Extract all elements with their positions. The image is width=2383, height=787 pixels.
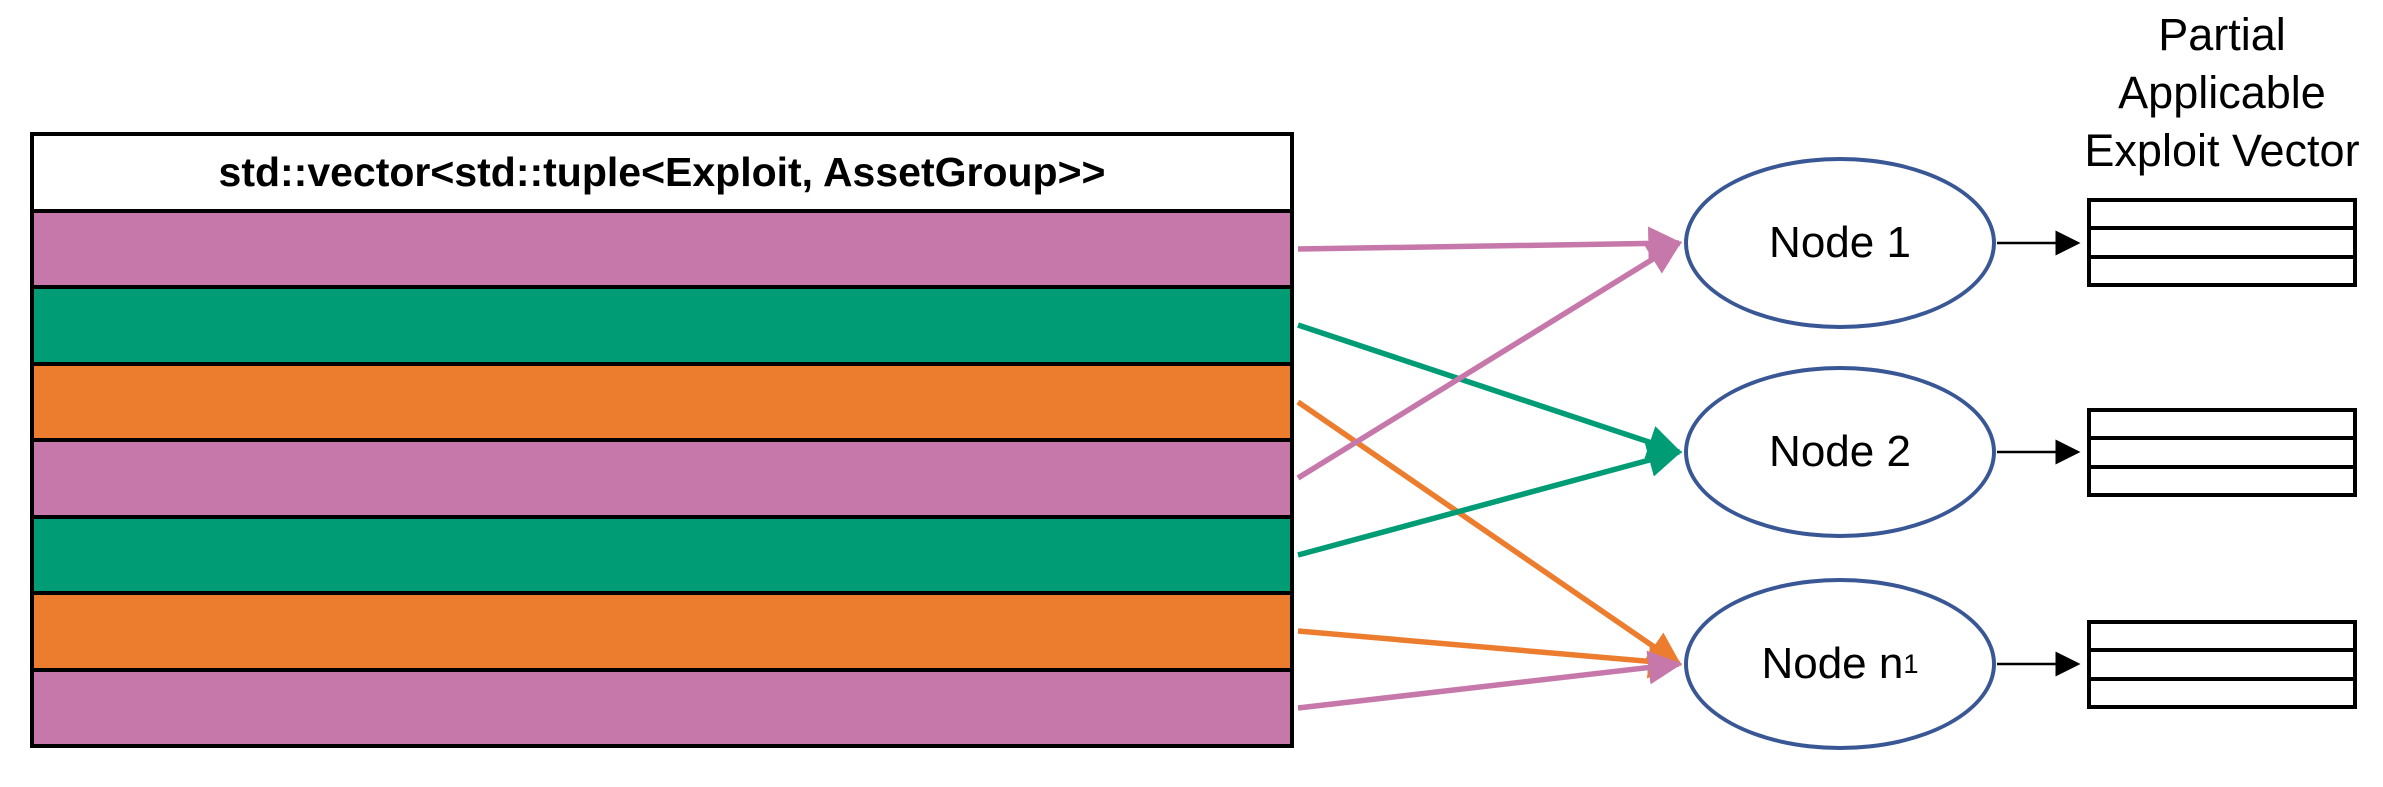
- node-n1-label: Node n: [1761, 639, 1904, 688]
- arrow-row5-to-node2: [1297, 443, 1683, 558]
- vector-row-7-pink: [34, 671, 1290, 744]
- partial-vector-cell: [2091, 230, 2353, 255]
- arrow-row1-to-node1: [1297, 226, 1683, 261]
- vector-row-2-green: [34, 289, 1290, 362]
- node-2-ellipse: Node 2: [1684, 366, 1996, 538]
- partial-vector-cell: [2091, 202, 2353, 227]
- arrow-row2-to-node2: [1297, 322, 1683, 459]
- vector-row-6-orange: [34, 595, 1290, 668]
- partial-vector-cell: [2091, 624, 2353, 649]
- vector-row-1-pink: [34, 212, 1290, 285]
- label-line-1: Partial: [2158, 9, 2286, 60]
- partial-vector-cell: [2091, 652, 2353, 677]
- node-2-label: Node 2: [1769, 427, 1911, 476]
- partial-exploit-vector-table-1: [2087, 198, 2357, 287]
- partial-vector-cell: [2091, 468, 2353, 493]
- partial-vector-cell: [2091, 258, 2353, 283]
- node-1-label: Node 1: [1769, 218, 1911, 267]
- vector-row-3-orange: [34, 365, 1290, 438]
- partial-vector-cell: [2091, 680, 2353, 705]
- label-line-3: Exploit Vector: [2084, 125, 2360, 176]
- arrow-row7-to-node3: [1297, 650, 1683, 711]
- label-line-2: Applicable: [2118, 67, 2326, 118]
- partial-vector-cell: [2091, 440, 2353, 465]
- arrow-row6-to-node3: [1297, 628, 1683, 679]
- arrow-row4-to-node1: [1296, 240, 1682, 481]
- arrow-row3-to-node3: [1296, 399, 1682, 667]
- partial-exploit-vector-table-3: [2087, 620, 2357, 709]
- vector-row-4-pink: [34, 442, 1290, 515]
- vector-table-header: std::vector<std::tuple<Exploit, AssetGro…: [34, 136, 1290, 209]
- node-1-ellipse: Node 1: [1684, 157, 1996, 329]
- partial-exploit-vector-table-2: [2087, 408, 2357, 497]
- exploit-vector-table: std::vector<std::tuple<Exploit, AssetGro…: [30, 132, 1294, 748]
- partial-applicable-exploit-vector-label: Partial Applicable Exploit Vector: [2047, 6, 2383, 180]
- vector-row-5-green: [34, 518, 1290, 591]
- partial-vector-cell: [2091, 412, 2353, 437]
